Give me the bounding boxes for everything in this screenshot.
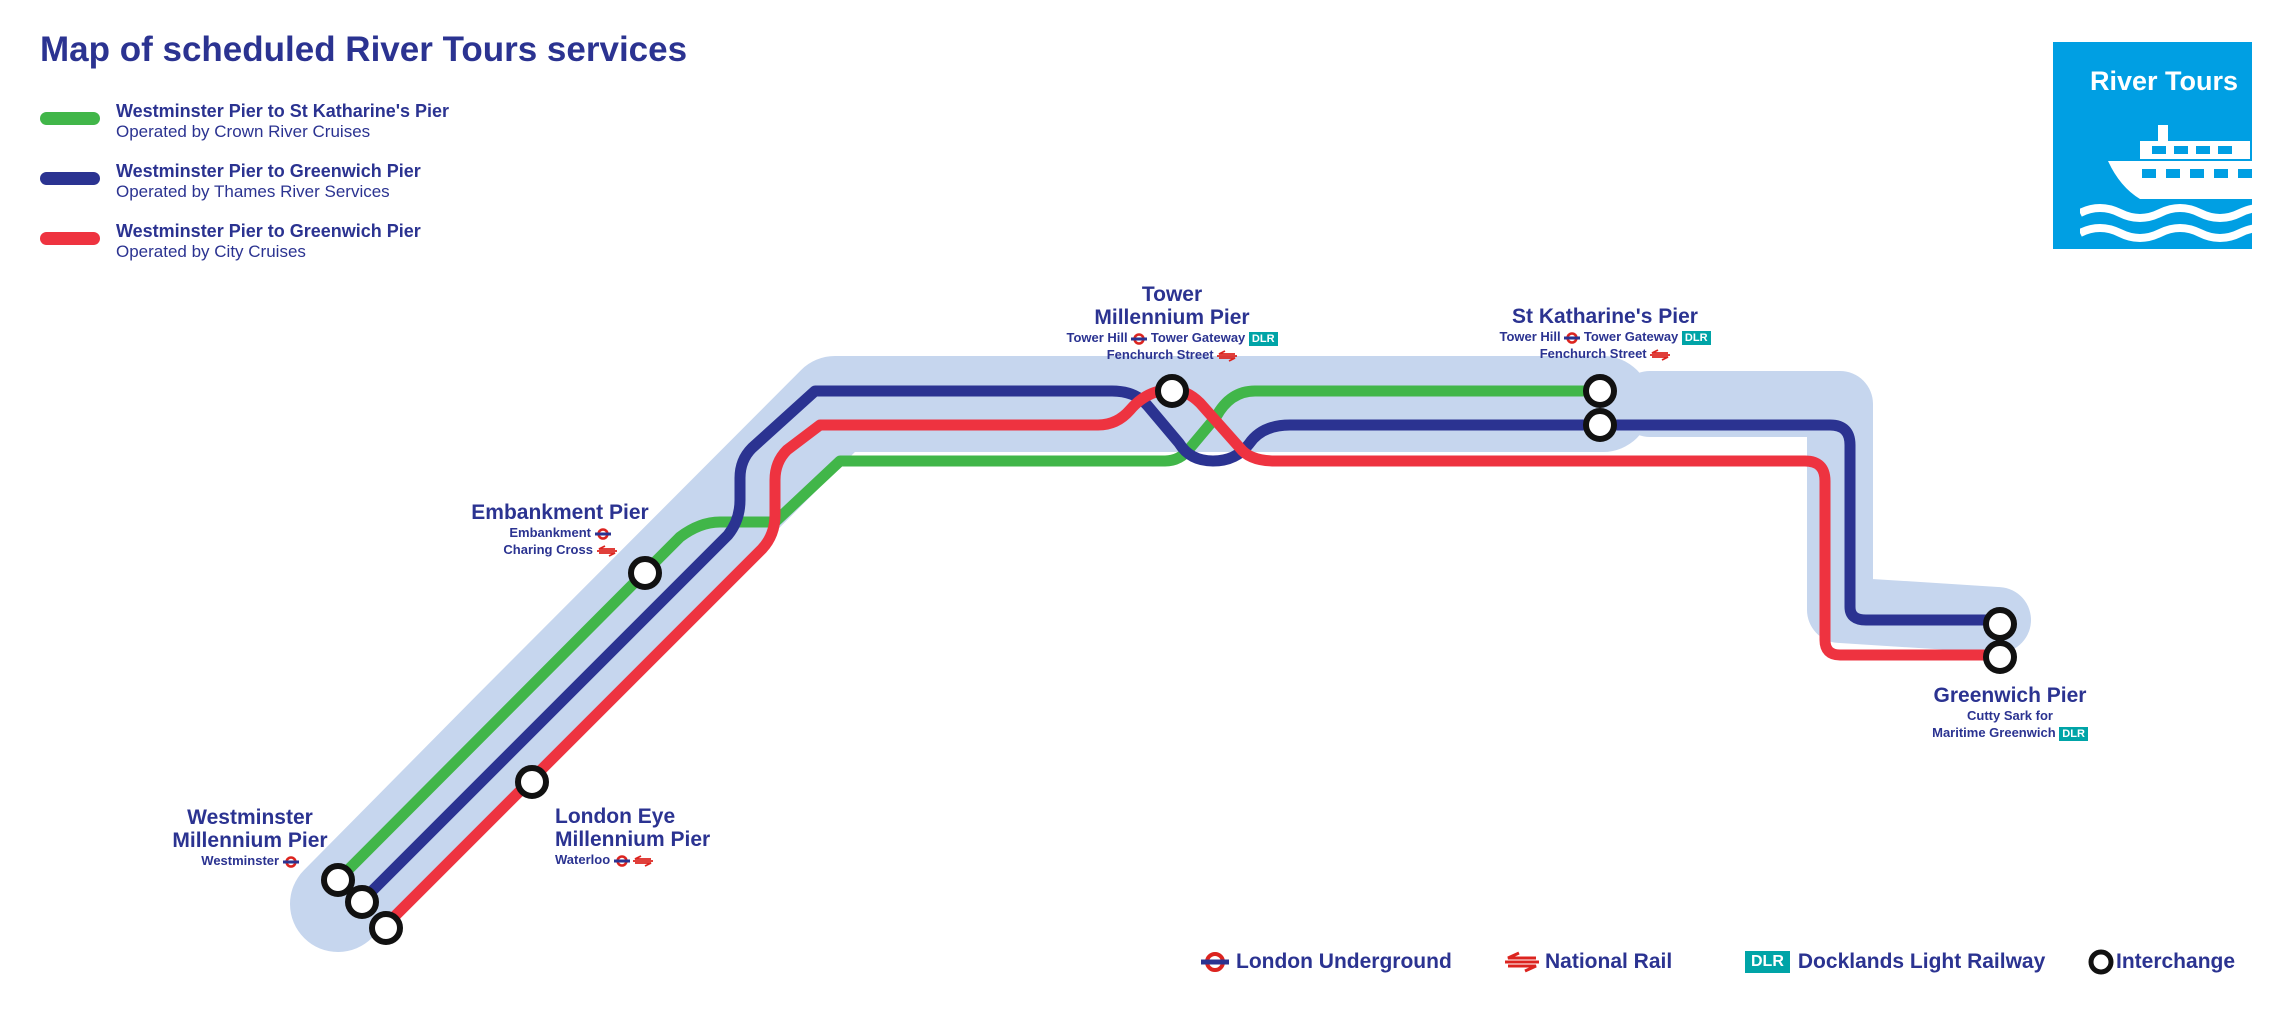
station-name: Millennium Pier xyxy=(172,829,328,852)
station-label-embankment[interactable]: Embankment Pier Embankment Charing Cross xyxy=(460,501,660,558)
national-rail-icon xyxy=(1217,349,1238,362)
dlr-badge: DLR xyxy=(1681,330,1711,345)
legend-route: Westminster Pier to Greenwich Pier xyxy=(116,161,421,181)
national-rail-icon xyxy=(633,854,654,867)
station-interchange: Westminster xyxy=(140,852,360,869)
station-interchange: Charing Cross xyxy=(460,541,660,558)
interchange-text: Waterloo xyxy=(555,852,611,867)
legend-operator: Operated by Thames River Services xyxy=(116,182,390,201)
interchange-circle-embankment[interactable] xyxy=(628,556,662,590)
key-label: Interchange xyxy=(2116,950,2236,973)
key-label: National Rail xyxy=(1545,950,1673,973)
station-interchange: Cutty Sark for xyxy=(1967,708,2053,723)
interchange-circle-westminster-blue[interactable] xyxy=(345,885,379,919)
station-name: St Katharine's Pier xyxy=(1512,305,1698,328)
key-label: Docklands Light Railway xyxy=(1797,950,2046,973)
station-interchange: Maritime Greenwich DLR xyxy=(1900,724,2120,741)
dlr-badge: DLR xyxy=(1248,331,1278,346)
underground-roundel-icon xyxy=(282,855,299,868)
station-name: Millennium Pier xyxy=(1094,306,1250,329)
key-label: London Underground xyxy=(1236,950,1452,973)
dlr-badge: DLR xyxy=(1745,951,1790,974)
station-label-st-katharines[interactable]: St Katharine's Pier Tower Hill Tower Gat… xyxy=(1475,305,1735,362)
interchange-text: Fenchurch Street xyxy=(1539,346,1647,361)
station-name: Millennium Pier xyxy=(555,828,711,851)
station-interchange: Fenchurch Street xyxy=(1475,345,1735,362)
legend-route: Westminster Pier to Greenwich Pier xyxy=(116,221,421,241)
interchange-circle-st-katharines-blue[interactable] xyxy=(1583,408,1617,442)
river-tours-logo: River Tours xyxy=(2053,42,2252,249)
route-green xyxy=(332,385,1602,886)
underground-roundel-icon xyxy=(1564,331,1581,344)
key-interchange: Interchange xyxy=(2088,947,2235,977)
legend-route: Westminster Pier to St Katharine's Pier xyxy=(116,101,450,121)
station-label-westminster[interactable]: Westminster Millennium Pier Westminster xyxy=(140,806,360,869)
legend-operator: Operated by City Cruises xyxy=(116,242,306,261)
interchange-text: Tower Gateway xyxy=(1150,330,1246,345)
map-title: Map of scheduled River Tours services xyxy=(40,30,688,69)
interchange-icon xyxy=(2088,949,2114,975)
station-interchange: Embankment xyxy=(460,524,660,541)
key-dlr: DLR Docklands Light Railway xyxy=(1745,947,2045,977)
interchange-text: Maritime Greenwich xyxy=(1932,725,2056,740)
underground-roundel-icon xyxy=(613,854,630,867)
dlr-badge: DLR xyxy=(2059,726,2088,741)
interchange-circle-greenwich-blue[interactable] xyxy=(1983,607,2017,641)
legend-swatch-blue xyxy=(40,172,100,185)
brand-text: River Tours xyxy=(2090,66,2239,96)
interchange-circle-greenwich-red[interactable] xyxy=(1983,640,2017,674)
legend-operator: Operated by Crown River Cruises xyxy=(116,122,371,141)
underground-roundel-icon xyxy=(1131,332,1148,345)
interchange-circle-london-eye[interactable] xyxy=(515,765,549,799)
interchange-text: Charing Cross xyxy=(503,542,593,557)
station-name: Embankment Pier xyxy=(471,501,649,524)
station-label-tower[interactable]: Tower Millennium Pier Tower Hill Tower G… xyxy=(1042,283,1302,363)
interchange-circle-westminster-green[interactable] xyxy=(321,863,355,897)
interchange-circle-westminster-red[interactable] xyxy=(369,911,403,945)
national-rail-icon xyxy=(1650,348,1671,361)
station-interchange: Fenchurch Street xyxy=(1042,346,1302,363)
interchange-text: Tower Hill xyxy=(1499,329,1561,344)
interchange-text: Westminster xyxy=(201,853,280,868)
station-label-greenwich[interactable]: Greenwich Pier Cutty Sark for Maritime G… xyxy=(1900,684,2120,741)
station-name: Greenwich Pier xyxy=(1933,684,2087,707)
interchange-circle-tower[interactable] xyxy=(1155,374,1189,408)
route-blue xyxy=(354,385,2002,909)
national-rail-icon xyxy=(596,544,617,557)
boat-icon xyxy=(2080,125,2252,242)
station-name: London Eye xyxy=(555,805,676,828)
legend-swatch-green xyxy=(40,112,100,125)
interchange-text: Fenchurch Street xyxy=(1106,347,1214,362)
pier-markers xyxy=(321,374,2017,945)
interchange-circle-st-katharines-green[interactable] xyxy=(1583,374,1617,408)
legend-swatch-red xyxy=(40,232,100,245)
station-interchange: Tower Hill Tower Gateway DLR xyxy=(1042,329,1302,346)
underground-roundel-icon xyxy=(1201,952,1229,973)
station-name: Tower xyxy=(1141,283,1203,306)
station-interchange: Waterloo xyxy=(555,851,710,868)
interchange-text: Embankment xyxy=(509,525,591,540)
interchange-text: Tower Gateway xyxy=(1583,329,1679,344)
station-interchange: Tower Hill Tower Gateway DLR xyxy=(1475,328,1735,345)
key-underground: London Underground xyxy=(1200,947,1452,977)
key-national-rail: National Rail xyxy=(1505,947,1672,977)
interchange-text: Tower Hill xyxy=(1066,330,1128,345)
station-name: Westminster xyxy=(187,806,313,829)
station-label-london-eye[interactable]: London Eye Millennium Pier Waterloo xyxy=(555,805,710,868)
national-rail-icon xyxy=(1505,952,1539,973)
underground-roundel-icon xyxy=(594,527,611,540)
